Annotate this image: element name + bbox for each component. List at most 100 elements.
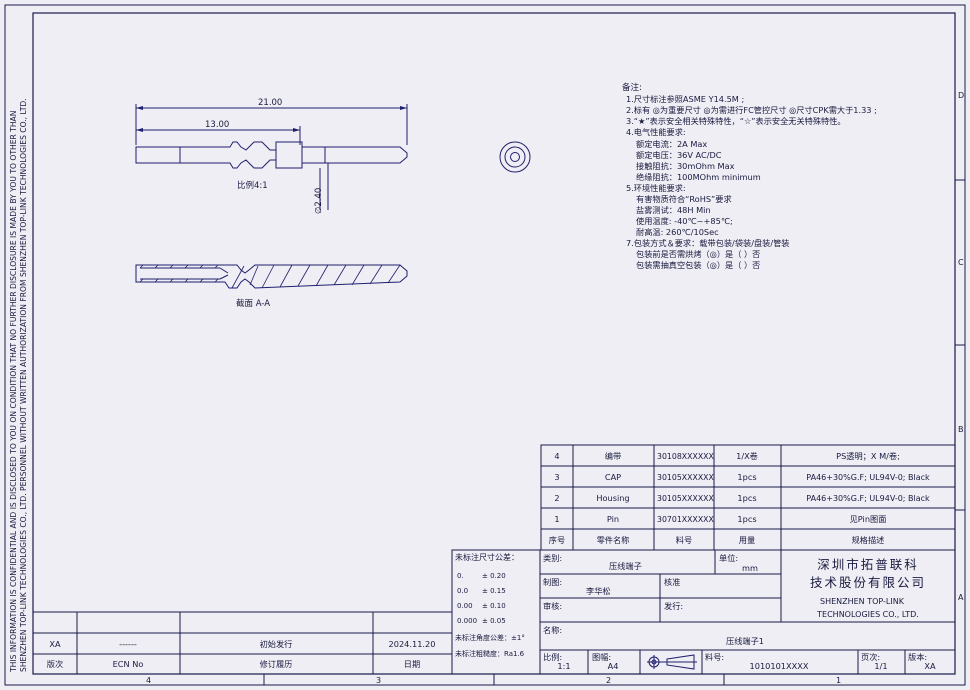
company-name-en-2: TECHNOLOGIES CO., LTD.	[816, 610, 919, 619]
tolerance-value: ± 0.20	[482, 572, 506, 580]
bom-name: Pin	[607, 514, 619, 524]
name-value: 压线端子1	[726, 636, 764, 646]
bom-no: 3	[554, 472, 559, 482]
notes-line-15: 包装前是否需烘烤（◎）是（ ）否	[636, 249, 760, 259]
revision-table: XA ------ 初始发行 2024.11.20 版次 ECN No 修订履历…	[32, 611, 453, 675]
issue-label: 发行:	[664, 601, 683, 611]
revision-desc: 初始发行	[260, 639, 293, 649]
partno-value: 1010101XXXX	[750, 661, 809, 671]
tolerance-block: 未标注尺寸公差： 0. ± 0.20 0.0 ± 0.15 0.00 ± 0.1…	[451, 549, 541, 675]
zone-label-b: B	[958, 425, 964, 434]
bom-part: 30701XXXXXX	[657, 515, 715, 524]
bom-spec: PS透明；X M/卷;	[836, 451, 900, 461]
notes-line-10: 有害物质符合“RoHS”要求	[636, 194, 732, 204]
size-value: A4	[608, 661, 619, 671]
bom-name: CAP	[605, 472, 621, 482]
bom-qty: 1pcs	[737, 493, 756, 503]
bom-header-no: 序号	[549, 535, 565, 545]
bom-header-part: 料号	[676, 535, 692, 545]
tolerance-key: 0.	[457, 572, 464, 580]
zone-label-2: 2	[606, 676, 611, 685]
bom-part: 30108XXXXXX	[657, 452, 715, 461]
notes-line-6: 额定电压：36V AC/DC	[636, 150, 722, 160]
check-label: 核准	[664, 577, 680, 587]
company-name-en-1: SHENZHEN TOP-LINK	[820, 597, 905, 606]
pin-side-view: 21.00 13.00 ∅2.40 比例4:1	[135, 98, 408, 214]
notes-line-3: 3.“★”表示安全相关特殊特性，“☆”表示安全无关特殊特性。	[626, 116, 846, 126]
revision-header-ver: 版次	[47, 659, 63, 669]
bom-name: Housing	[596, 493, 629, 503]
revision-ecn: ------	[119, 639, 137, 649]
scale-field-value: 1:1	[557, 661, 570, 671]
bom-qty: 1pcs	[737, 514, 756, 524]
revision-date: 2024.11.20	[389, 639, 436, 649]
category-value: 压线端子	[609, 561, 642, 571]
side-text-line2: SHENZHEN TOP-LINK TECHNOLOGIES CO., LTD.…	[19, 98, 28, 672]
tolerance-value: ± 0.05	[482, 617, 506, 625]
tolerance-angle: 未标注角度公差：±1°	[455, 633, 525, 642]
company-name-cn-2: 技术股份有限公司	[810, 575, 926, 590]
bom-spec: PA46+30%G.F; UL94V-0; Black	[806, 494, 930, 503]
bom-no: 2	[554, 493, 559, 503]
side-text-line1: THIS INFORMATION IS CONFIDENTIAL AND IS …	[9, 111, 18, 673]
category-label: 类别:	[543, 553, 562, 563]
revision-header-desc: 修订履历	[260, 659, 293, 669]
tolerance-value: ± 0.10	[482, 602, 506, 610]
notes-line-14: 7.包装方式＆要求：载带包装/袋装/盘装/管装	[626, 238, 789, 248]
drawn-value: 李华松	[586, 586, 611, 596]
unit-label: 单位:	[719, 553, 738, 563]
tolerance-title: 未标注尺寸公差：	[455, 552, 519, 562]
revision-header-ecn: ECN No	[113, 659, 144, 669]
size-label: 图幅:	[592, 652, 611, 662]
tolerance-value: ± 0.15	[482, 587, 506, 595]
bom-qty: 1/X卷	[736, 451, 758, 461]
page-label: 页次:	[861, 652, 880, 662]
bom-no: 4	[554, 451, 559, 461]
name-label: 名称:	[543, 625, 562, 635]
notes-line-12: 使用温度: -40℃~+85℃;	[636, 216, 733, 226]
notes-line-16: 包装需抽真空包装（◎）是（ ）否	[636, 260, 760, 270]
notes-line-7: 接触阻抗：30mOhm Max	[636, 161, 735, 171]
section-label: 截面 A-A	[236, 298, 270, 309]
review-label: 审核:	[543, 601, 562, 611]
bom-name: 编带	[605, 451, 621, 461]
dim-diameter: ∅2.40	[314, 188, 324, 214]
notes-line-5: 额定电流：2A Max	[636, 139, 707, 149]
rev-label: 版本:	[908, 652, 927, 662]
bom-header-qty: 用量	[739, 535, 755, 545]
zone-label-3: 3	[376, 676, 381, 685]
zone-label-d: D	[958, 91, 964, 100]
bom-header-spec: 规格描述	[852, 535, 885, 545]
bom-spec: PA46+30%G.F; UL94V-0; Black	[806, 473, 930, 482]
notes-line-4: 4.电气性能要求:	[626, 127, 686, 137]
page-value: 1/1	[874, 661, 887, 671]
bom-no: 1	[554, 514, 559, 524]
scale-label: 比例4:1	[237, 180, 268, 191]
dim-partial-length: 13.00	[205, 120, 229, 130]
bom-part: 30105XXXXXX	[657, 494, 715, 503]
tolerance-key: 0.000	[457, 617, 477, 625]
tolerance-key: 0.00	[457, 602, 473, 610]
notes-line-2: 2.标有 ◎为重要尺寸 ◎为需进行FC管控尺寸 ◎尺寸CPK需大于1.33 ;	[626, 105, 877, 115]
zone-label-c: C	[958, 258, 964, 267]
partno-label: 料号:	[705, 652, 724, 662]
rev-value: XA	[924, 661, 936, 671]
bom-qty: 1pcs	[737, 472, 756, 482]
scale-field-label: 比例:	[543, 652, 562, 662]
company-name-cn-1: 深圳市拓普联科	[817, 557, 919, 572]
notes-line-13: 耐高温: 260℃/10Sec	[636, 227, 719, 237]
bom-part: 30105XXXXXX	[657, 473, 715, 482]
notes-line-1: 1.尺寸标注参照ASME Y14.5M ;	[626, 94, 744, 104]
zone-label-1: 1	[836, 676, 841, 685]
pin-end-view	[499, 141, 531, 173]
notes-block: 备注: 1.尺寸标注参照ASME Y14.5M ; 2.标有 ◎为重要尺寸 ◎为…	[622, 82, 877, 270]
projection-symbol-icon	[647, 654, 697, 670]
section-view: 截面 A-A	[135, 264, 408, 309]
title-block: 类别: 压线端子 单位: mm 制图: 李华松 核准 审核: 发行: 深圳市拓普…	[539, 549, 956, 675]
bom-header-name: 零件名称	[597, 535, 630, 545]
dim-overall-length: 21.00	[258, 98, 282, 108]
zone-label-a: A	[958, 593, 964, 602]
notes-line-9: 5.环境性能要求:	[626, 183, 686, 193]
revision-ver: XA	[49, 639, 61, 649]
unit-value: mm	[742, 563, 758, 573]
